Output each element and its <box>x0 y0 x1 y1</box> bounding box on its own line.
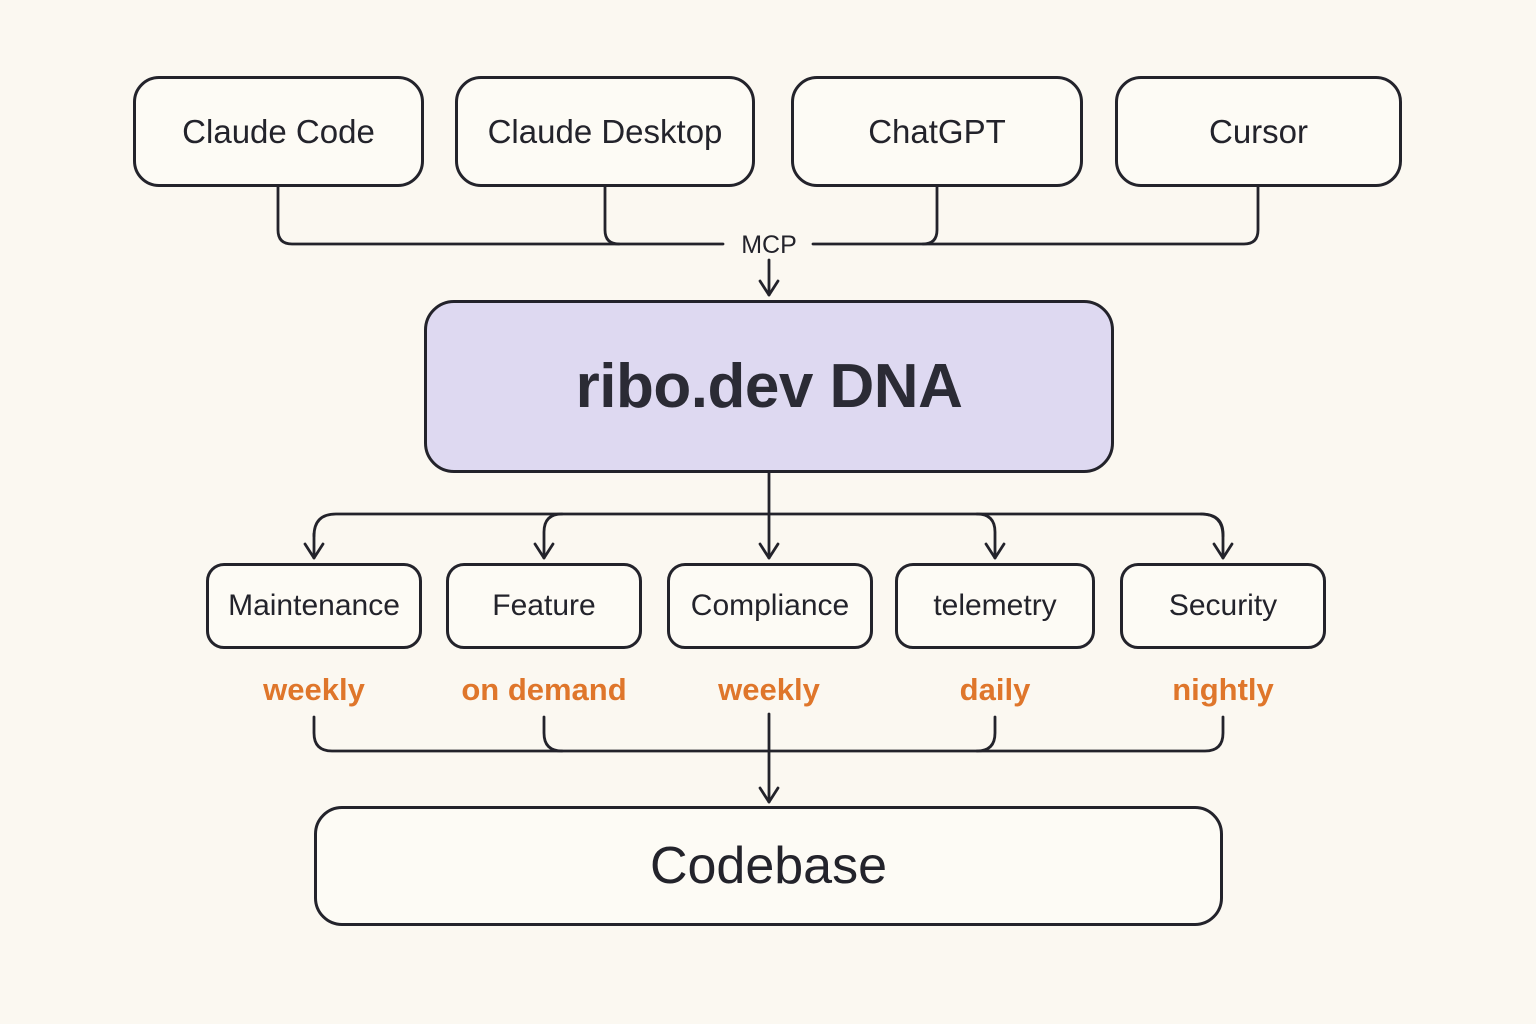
node-chatgpt: ChatGPT <box>791 76 1083 187</box>
wire-chatgpt-to-mcp <box>921 185 939 246</box>
node-telemetry: telemetry <box>895 563 1095 649</box>
arrow-hub-to-security <box>1199 512 1234 560</box>
wire-cursor-to-mcp <box>811 185 1260 246</box>
node-maintenance-label: Maintenance <box>228 589 400 622</box>
node-security: Security <box>1120 563 1326 649</box>
wire-claude-desktop-to-mcp <box>603 185 621 246</box>
schedule-telemetry: daily <box>959 672 1031 707</box>
node-security-label: Security <box>1168 589 1278 622</box>
wire-claude-code-to-mcp <box>276 185 725 246</box>
wire-telemetry-to-merge <box>975 715 997 753</box>
node-compliance-label: Compliance <box>690 589 850 622</box>
node-feature-label: Feature <box>492 589 596 622</box>
wire-hub-distribution-bus <box>312 512 1225 538</box>
wire-feature-to-merge <box>542 715 564 753</box>
node-feature: Feature <box>446 563 642 649</box>
node-cursor: Cursor <box>1115 76 1402 187</box>
schedule-security: nightly <box>1172 672 1274 707</box>
hub-label: ribo.dev DNA <box>575 352 963 421</box>
node-claude-code-label: Claude Code <box>182 112 375 150</box>
wire-maintenance-to-merge <box>312 715 771 753</box>
schedule-feature: on demand <box>461 672 627 707</box>
node-codebase: Codebase <box>314 806 1223 926</box>
mcp-protocol-label: MCP <box>741 231 797 259</box>
node-ribo-dev-dna-hub: ribo.dev DNA <box>424 300 1114 473</box>
node-maintenance: Maintenance <box>206 563 422 649</box>
arrow-hub-to-telemetry <box>975 512 1006 560</box>
node-chatgpt-label: ChatGPT <box>868 112 1006 150</box>
node-claude-desktop: Claude Desktop <box>455 76 755 187</box>
schedule-compliance: weekly <box>718 672 820 707</box>
arrow-hub-to-feature <box>533 512 564 560</box>
node-claude-code: Claude Code <box>133 76 424 187</box>
node-codebase-label: Codebase <box>649 837 888 895</box>
wire-security-to-merge <box>767 715 1225 753</box>
node-telemetry-label: telemetry <box>933 589 1057 622</box>
node-compliance: Compliance <box>667 563 873 649</box>
schedule-maintenance: weekly <box>263 672 365 707</box>
node-cursor-label: Cursor <box>1208 112 1309 150</box>
node-claude-desktop-label: Claude Desktop <box>487 112 723 150</box>
